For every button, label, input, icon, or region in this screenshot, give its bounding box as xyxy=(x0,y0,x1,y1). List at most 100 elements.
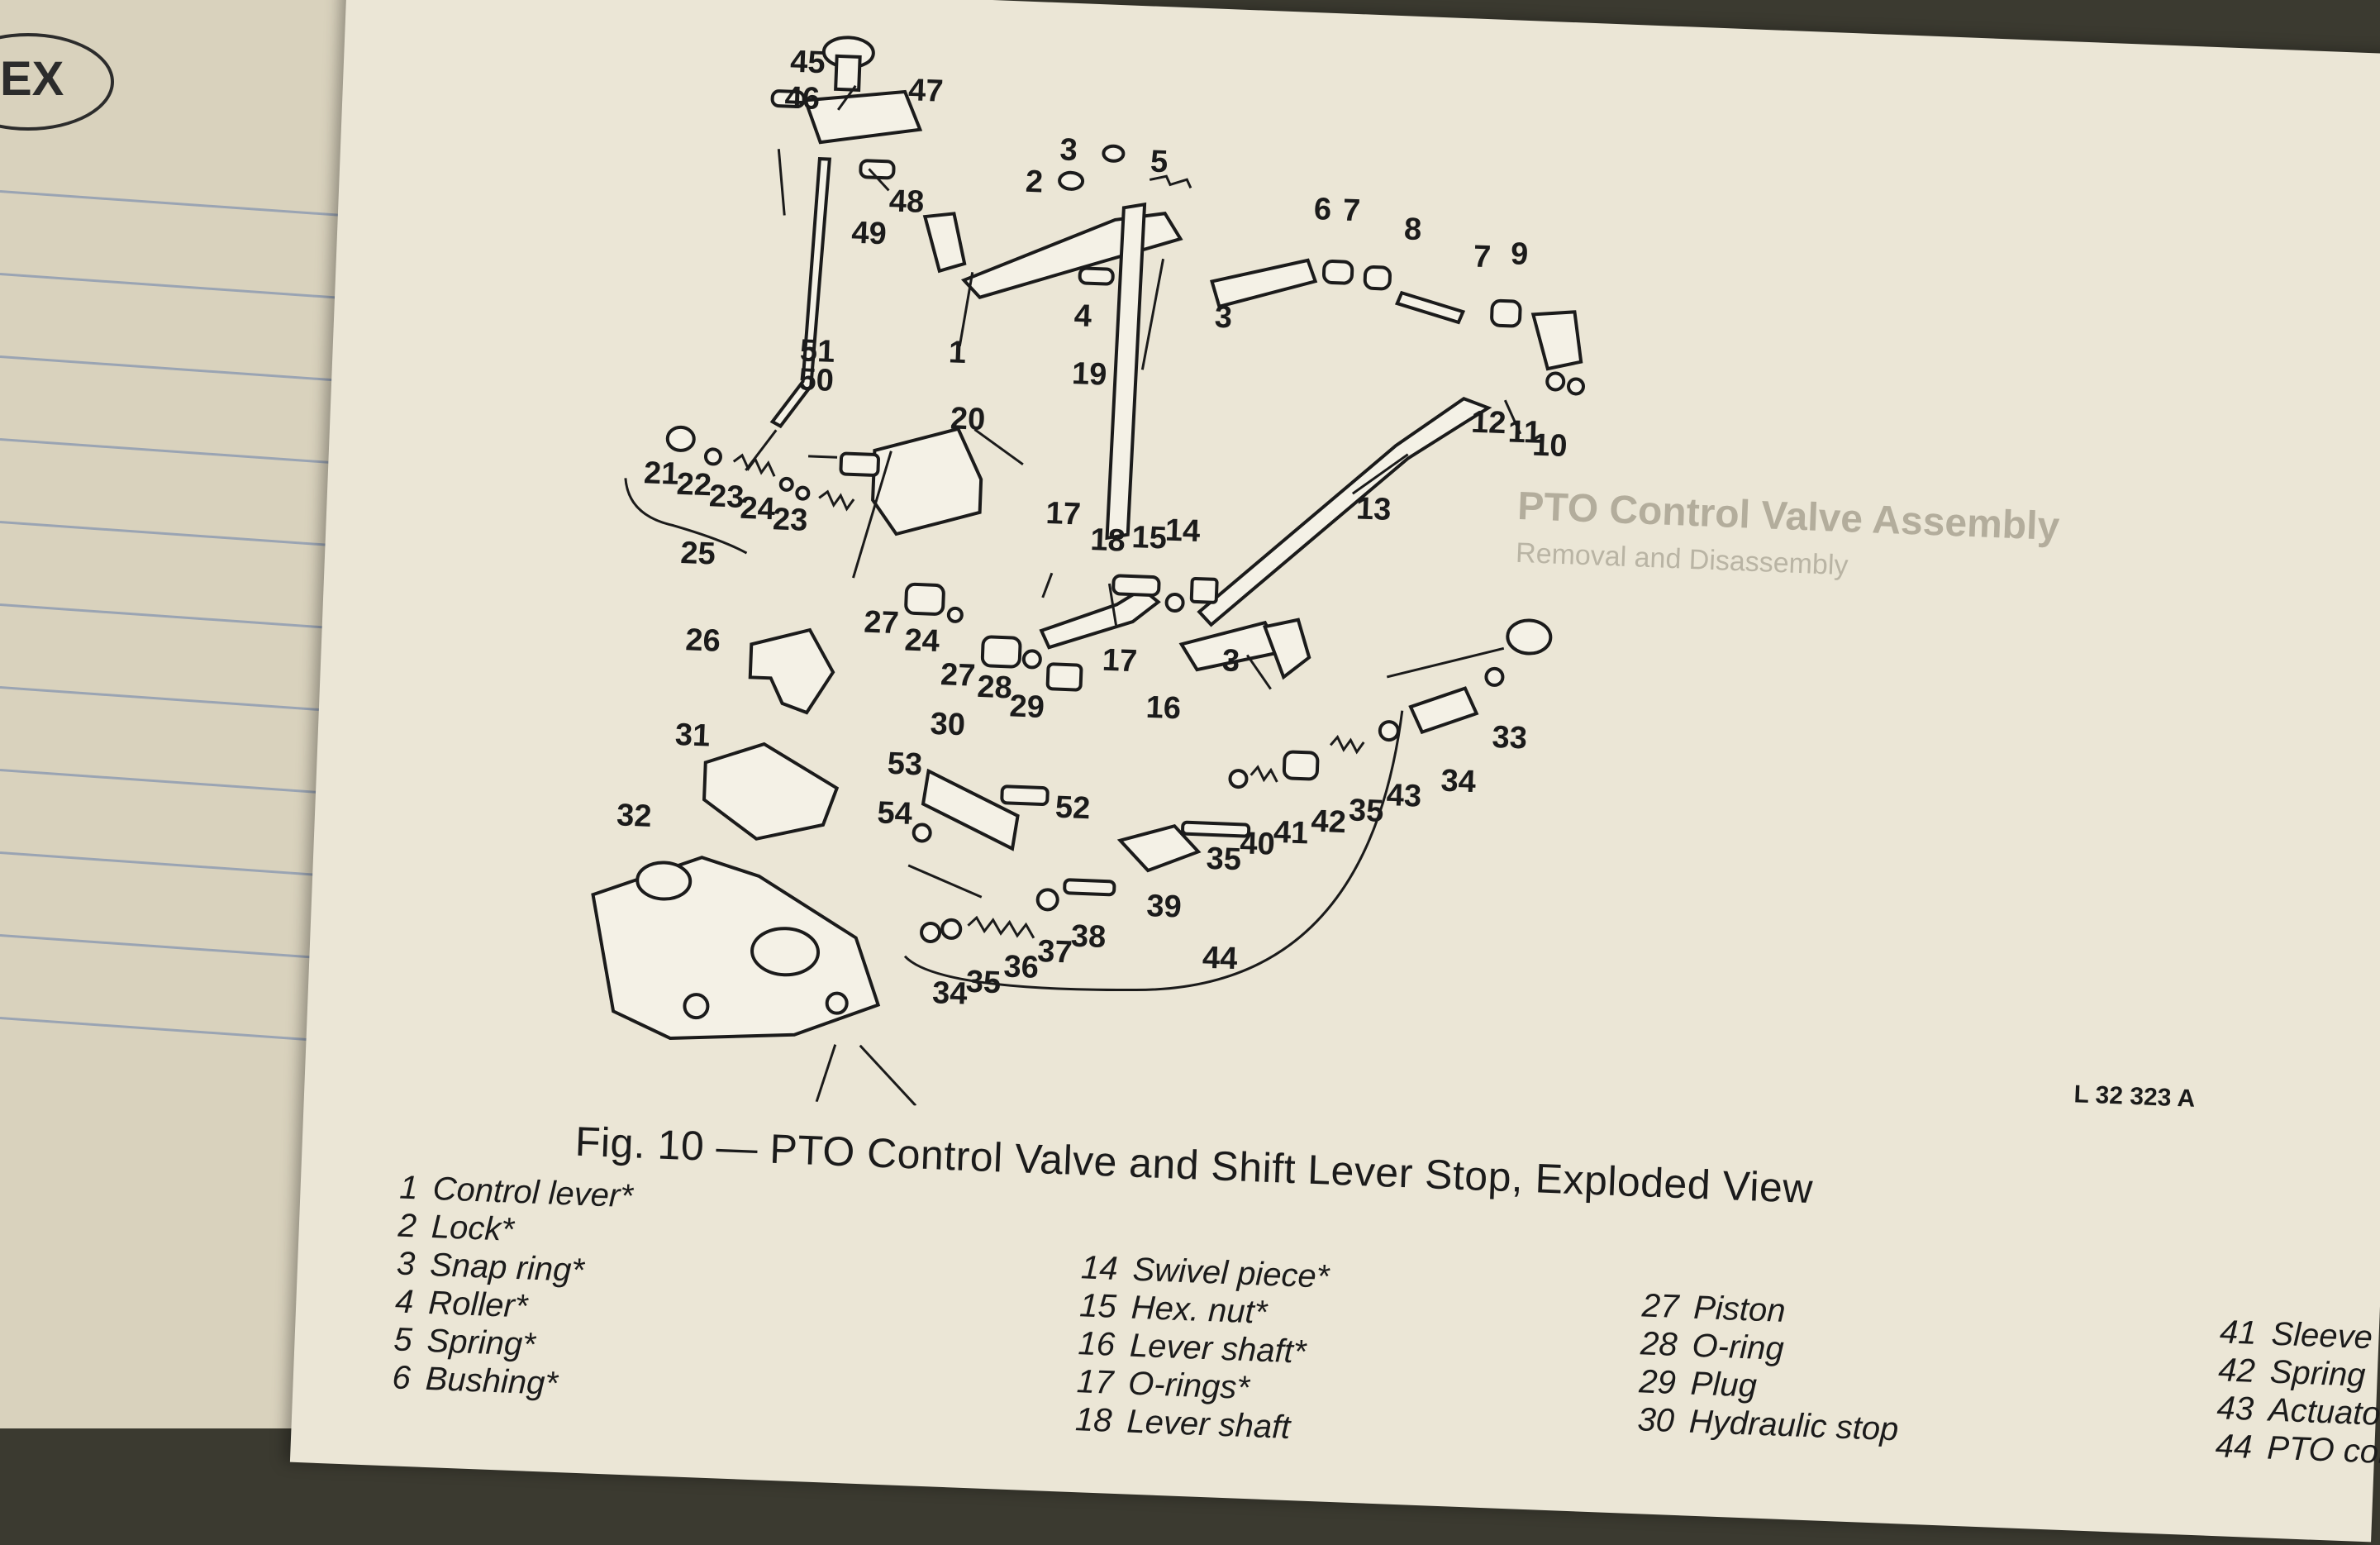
legend-item-number: 17 xyxy=(1076,1363,1115,1401)
parts-drawing xyxy=(591,36,1586,1040)
legend-item-number: 42 xyxy=(2217,1352,2256,1390)
callout-23a: 23 xyxy=(708,479,745,515)
callout-8: 8 xyxy=(1403,212,1422,247)
callout-17a: 17 xyxy=(1045,496,1082,532)
legend-item-number: 1 xyxy=(398,1169,419,1207)
callout-2: 2 xyxy=(1025,165,1044,200)
legend-item-label: Spring xyxy=(2269,1353,2367,1394)
callout-13: 13 xyxy=(1355,491,1392,527)
callout-40: 40 xyxy=(1240,826,1276,862)
callout-labels: 45 46 47 48 49 51 50 1 2 3 4 5 19 6 7 3 … xyxy=(616,45,1568,1012)
legend-item-number: 41 xyxy=(2219,1314,2258,1352)
leader-lines xyxy=(624,84,1522,1107)
callout-9: 9 xyxy=(1510,236,1529,272)
legend-item-label: Spring* xyxy=(426,1322,536,1363)
callout-21: 21 xyxy=(643,455,679,492)
legend-item-number: 27 xyxy=(1641,1287,1680,1326)
callout-6: 6 xyxy=(1313,192,1332,227)
callout-27b: 27 xyxy=(940,657,976,694)
legend-item-number: 2 xyxy=(397,1207,417,1245)
callout-39: 39 xyxy=(1146,889,1183,925)
legend-item-number: 28 xyxy=(1640,1325,1678,1363)
callout-54: 54 xyxy=(877,795,913,832)
callout-12: 12 xyxy=(1470,405,1507,441)
legend-item-label: Hydraulic stop xyxy=(1688,1403,1900,1448)
callout-5: 5 xyxy=(1150,144,1169,179)
callout-50: 50 xyxy=(798,362,835,398)
callout-35c: 35 xyxy=(1348,793,1384,829)
callout-29: 29 xyxy=(1009,689,1045,725)
legend-item-label: Piston xyxy=(1692,1289,1787,1329)
callout-37: 37 xyxy=(1036,934,1073,970)
legend-item-label: Control lever* xyxy=(431,1171,634,1215)
callout-17b: 17 xyxy=(1102,643,1138,680)
callout-51: 51 xyxy=(799,333,835,370)
callout-36: 36 xyxy=(1003,949,1040,985)
tab-text: EX xyxy=(0,52,64,106)
legend-item-label: Bushing* xyxy=(425,1360,559,1403)
legend-item-label: PTO control xyxy=(2266,1429,2380,1473)
callout-16: 16 xyxy=(1145,690,1182,727)
callout-18: 18 xyxy=(1090,522,1126,559)
legend-item-number: 3 xyxy=(396,1245,416,1283)
legend-item-label: Lock* xyxy=(431,1209,515,1248)
figure-code: L 32 323 A xyxy=(2073,1080,2196,1113)
callout-4: 4 xyxy=(1073,298,1092,334)
callout-52: 52 xyxy=(1054,790,1091,827)
callout-3b: 3 xyxy=(1214,300,1233,336)
legend-item-label: Hex. nut* xyxy=(1130,1289,1269,1331)
callout-27a: 27 xyxy=(864,605,900,641)
callout-49: 49 xyxy=(851,216,888,252)
legend-item-label: O-rings* xyxy=(1127,1365,1250,1407)
callout-46: 46 xyxy=(784,80,821,117)
legend-item-label: Lever shaft xyxy=(1126,1403,1292,1447)
legend-item-number: 30 xyxy=(1636,1401,1675,1439)
callout-41: 41 xyxy=(1273,815,1309,851)
callout-42: 42 xyxy=(1311,804,1347,841)
legend-item-label: Plug xyxy=(1689,1365,1758,1404)
legend-item-number: 16 xyxy=(1077,1325,1116,1363)
callout-23b: 23 xyxy=(772,502,808,538)
legend-item-label: Roller* xyxy=(427,1284,529,1325)
legend-item-number: 18 xyxy=(1074,1401,1113,1439)
legend-item-number: 4 xyxy=(394,1283,415,1321)
callout-1: 1 xyxy=(948,335,967,370)
legend-item-number: 43 xyxy=(2216,1390,2254,1428)
callout-7a: 7 xyxy=(1342,193,1361,228)
callout-20: 20 xyxy=(950,401,986,437)
callout-31: 31 xyxy=(674,718,711,754)
legend-item-label: Snap ring* xyxy=(429,1247,585,1290)
callout-34a: 34 xyxy=(1440,764,1477,800)
legend-item-number: 29 xyxy=(1638,1363,1677,1401)
callout-35a: 35 xyxy=(965,965,1002,1001)
callout-3: 3 xyxy=(1059,132,1078,168)
callout-47: 47 xyxy=(907,73,944,109)
callout-10: 10 xyxy=(1531,427,1568,464)
callout-38: 38 xyxy=(1070,919,1107,956)
callout-43: 43 xyxy=(1386,778,1422,814)
callout-35b: 35 xyxy=(1206,842,1242,878)
callout-24b: 24 xyxy=(904,623,940,660)
callout-19: 19 xyxy=(1071,356,1107,393)
callout-30: 30 xyxy=(930,707,966,743)
callout-53: 53 xyxy=(887,746,923,783)
legend-item-label: Actuator xyxy=(2268,1391,2380,1433)
legend-item-number: 6 xyxy=(391,1359,412,1397)
callout-34b: 34 xyxy=(931,975,968,1012)
callout-22: 22 xyxy=(676,467,712,503)
callout-45: 45 xyxy=(790,45,826,81)
callout-14: 14 xyxy=(1164,513,1201,550)
callout-32: 32 xyxy=(616,798,652,834)
exploded-view-diagram: 45 46 47 48 49 51 50 1 2 3 4 5 19 6 7 3 … xyxy=(591,36,1586,1107)
callout-25: 25 xyxy=(680,536,716,572)
callout-7b: 7 xyxy=(1473,240,1492,275)
legend-item-number: 5 xyxy=(393,1321,413,1359)
manual-page: PTO Control Valve Assembly Removal and D… xyxy=(289,0,2380,1543)
callout-15: 15 xyxy=(1131,520,1168,556)
legend-column-1: 1 Control lever* 2 Lock* 3 Snap ring* 4 Roller*… xyxy=(367,1167,634,1405)
callout-33: 33 xyxy=(1492,720,1528,756)
